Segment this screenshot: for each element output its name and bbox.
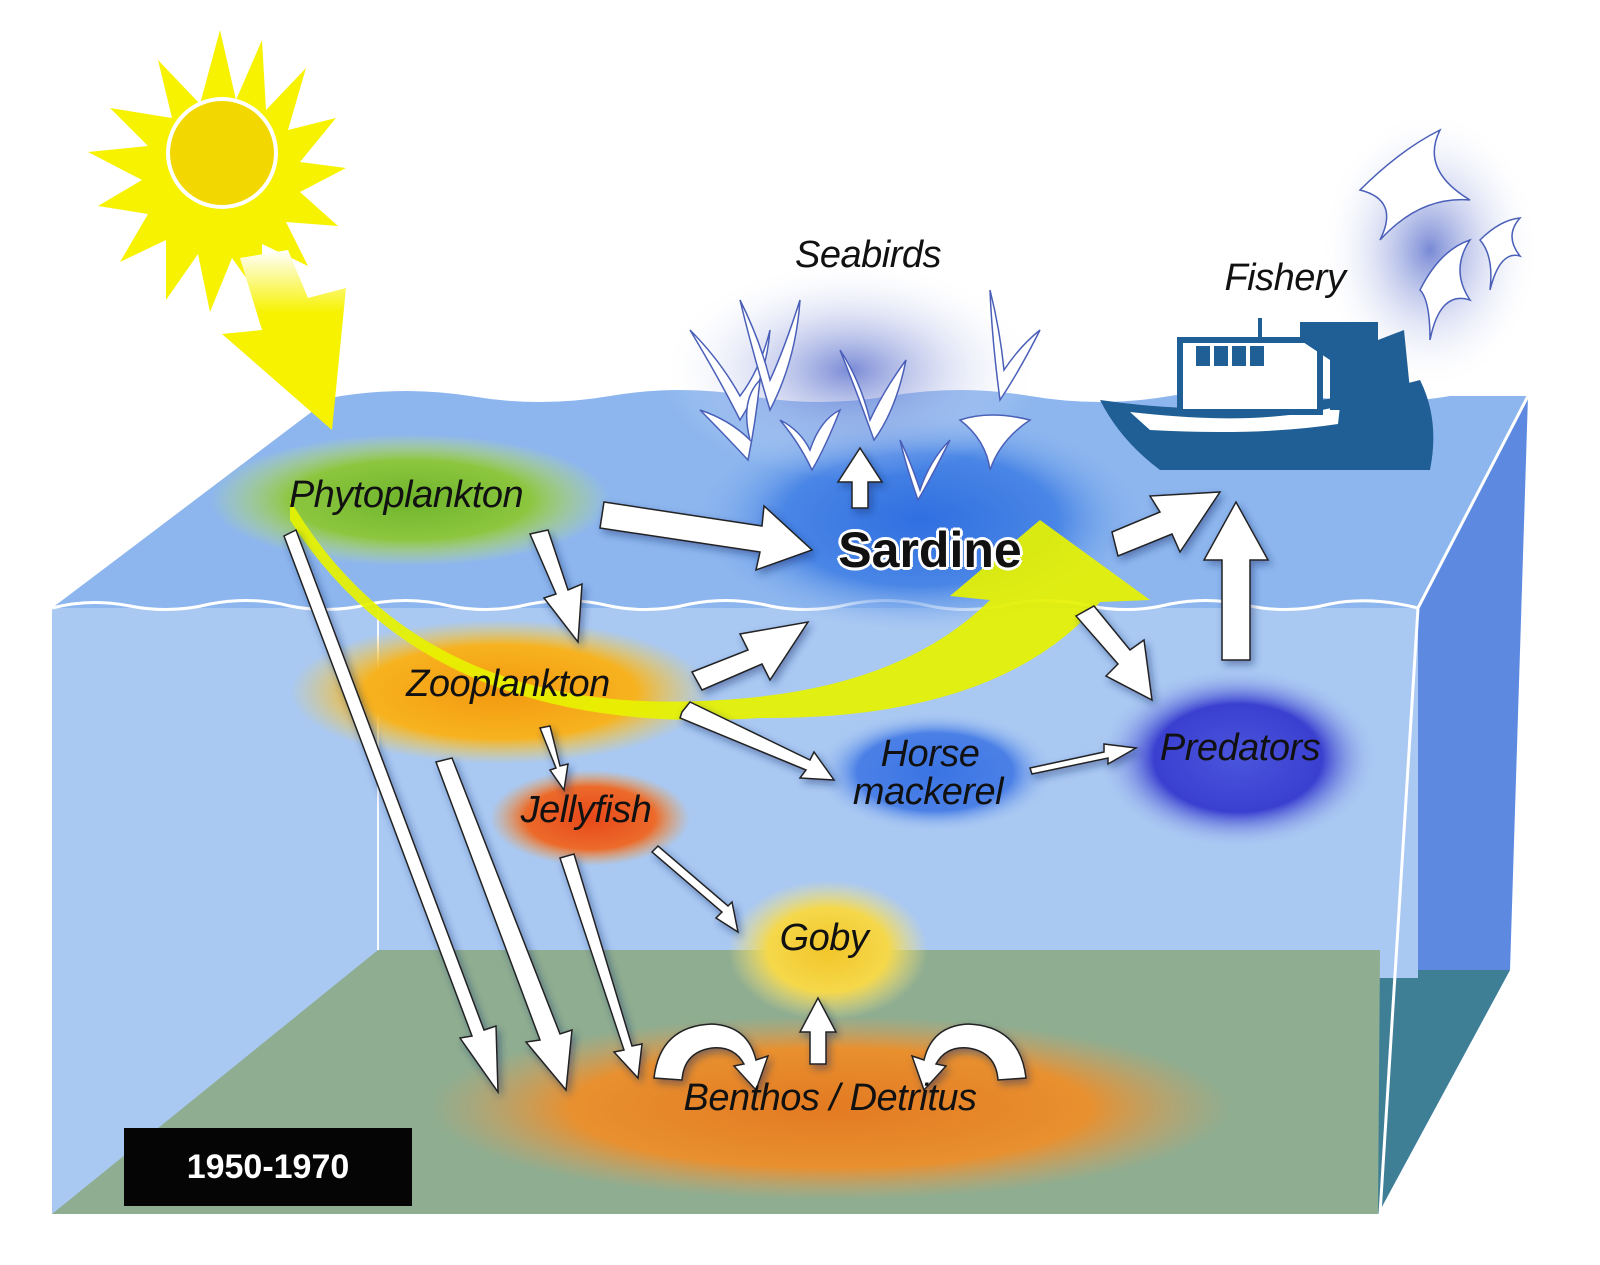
arrow-zooplankton-to-benthos bbox=[435, 757, 573, 1092]
recycle-arrow-left bbox=[653, 1023, 770, 1092]
flow-arrows bbox=[283, 446, 1270, 1095]
seabird-flock-icon bbox=[689, 128, 1523, 502]
arrow-zooplankton-to-sardine bbox=[690, 620, 810, 691]
jellyfish-label: Jellyfish bbox=[520, 789, 652, 831]
predators-blob bbox=[1098, 668, 1378, 848]
sun-icon bbox=[88, 30, 346, 312]
period-label: 1950-1970 bbox=[186, 1147, 350, 1186]
period-badge: 1950-1970 bbox=[124, 1128, 412, 1206]
arrow-phytoplankton-to-zooplankton bbox=[528, 529, 583, 645]
energy-flow-arrow bbox=[290, 500, 1150, 720]
benthos-detritus-label: Benthos / Detritus bbox=[683, 1077, 977, 1119]
recycle-arrow-right bbox=[910, 1023, 1027, 1092]
arrow-sardine-to-predators bbox=[1074, 605, 1153, 702]
predators-label: Predators bbox=[1159, 727, 1321, 769]
arrow-zooplankton-to-jellyfish bbox=[538, 725, 569, 792]
zooplankton-label: Zooplankton bbox=[406, 663, 610, 705]
water-surface-line bbox=[51, 598, 1419, 612]
zooplankton-blob bbox=[290, 620, 710, 764]
goby-label: Goby bbox=[779, 917, 869, 959]
arrow-jellyfish-to-benthos bbox=[559, 853, 643, 1080]
sunlight-arrow bbox=[222, 250, 346, 430]
horse-mackerel-blob bbox=[815, 712, 1055, 832]
arrow-sardine-to-seabirds bbox=[836, 446, 884, 509]
goby-blob bbox=[728, 880, 928, 1020]
arrow-horse-mackerel-to-predators bbox=[1029, 743, 1139, 775]
arrow-benthos-to-goby bbox=[798, 996, 838, 1065]
fishery-label: Fishery bbox=[1224, 257, 1346, 299]
phytoplankton-label: Phytoplankton bbox=[288, 474, 524, 516]
seafloor-side-face bbox=[1372, 970, 1510, 1214]
horse-mackerel-label-line2: mackerel bbox=[852, 771, 1004, 813]
seabirds-label: Seabirds bbox=[795, 234, 941, 276]
fishing-boat-icon bbox=[1100, 318, 1434, 470]
arrow-predators-to-fishery bbox=[1202, 500, 1270, 661]
arrow-jellyfish-to-goby bbox=[650, 844, 740, 934]
arrow-zooplankton-to-horse-mackerel bbox=[679, 701, 836, 781]
arrow-phytoplankton-to-benthos bbox=[283, 528, 499, 1095]
arrow-phytoplankton-to-sardine bbox=[599, 501, 814, 572]
sardine-label: Sardine bbox=[838, 522, 1022, 578]
jellyfish-blob bbox=[490, 770, 690, 866]
horse-mackerel-label-line1: Horse bbox=[880, 733, 980, 775]
arrow-sardine-to-fishery bbox=[1111, 491, 1222, 558]
